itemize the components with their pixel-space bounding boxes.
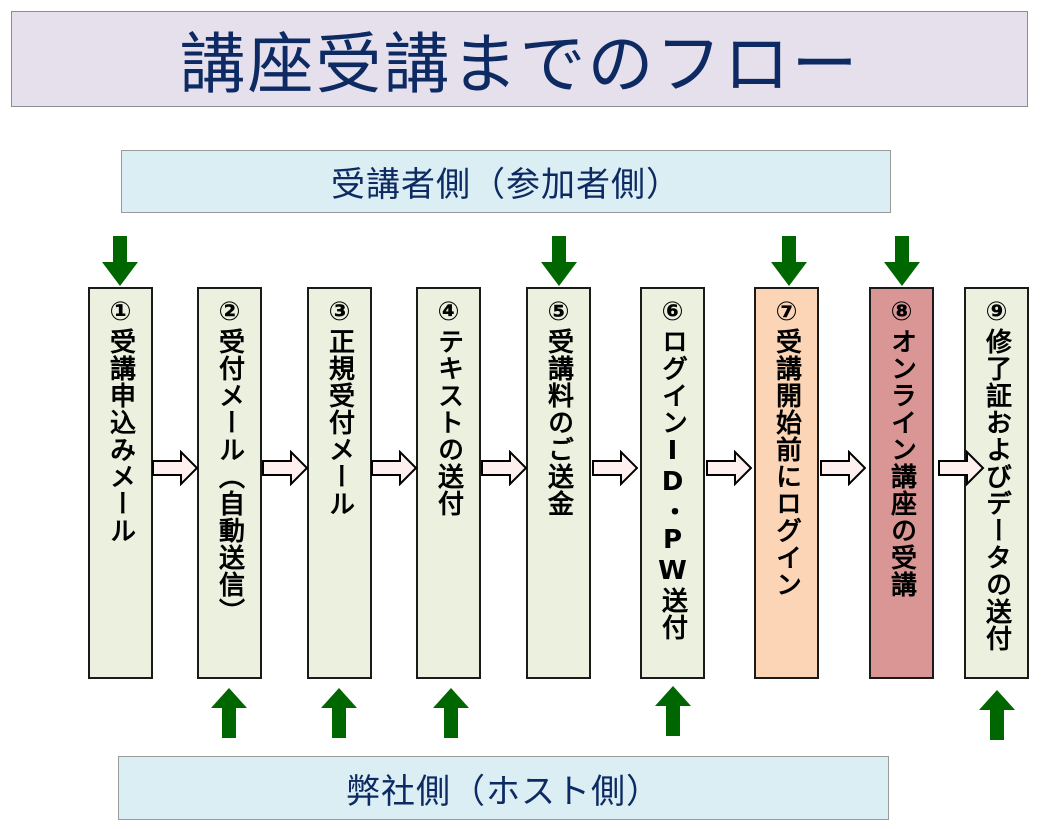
- flow-arrow-icon: [481, 450, 527, 486]
- step-4-label: ④テキストの送付: [433, 297, 464, 517]
- step-7-box: ⑦受講開始前にログイン: [754, 287, 819, 679]
- step-7-label: ⑦受講開始前にログイン: [771, 297, 802, 598]
- step-4-box: ④テキストの送付: [416, 287, 481, 679]
- page-title: 講座受講までのフロー: [179, 26, 860, 103]
- step-6-box: ⑥ログインID・PW送付: [640, 287, 705, 679]
- step-9-label: ⑨修了証およびデータの送付: [981, 297, 1012, 652]
- step-8-box: ⑧オンライン講座の受講: [869, 287, 934, 679]
- down-arrow-icon: [102, 236, 138, 286]
- participant-side-banner: 受講者側（参加者側）: [121, 150, 891, 213]
- down-arrow-icon: [541, 236, 577, 286]
- up-arrow-icon: [655, 686, 691, 736]
- step-9-box: ⑨修了証およびデータの送付: [964, 287, 1029, 679]
- step-3-box: ③正規受付メール: [307, 287, 372, 679]
- participant-side-label: 受講者側（参加者側）: [331, 165, 681, 205]
- flow-arrow-icon: [152, 450, 198, 486]
- flow-arrow-icon: [592, 450, 638, 486]
- up-arrow-icon: [211, 688, 247, 738]
- up-arrow-icon: [321, 688, 357, 738]
- up-arrow-icon: [433, 688, 469, 738]
- step-3-label: ③正規受付メール: [324, 297, 355, 517]
- flow-arrow-icon: [706, 450, 752, 486]
- flow-arrow-icon: [262, 450, 308, 486]
- flow-arrow-icon: [820, 450, 866, 486]
- title-banner: 講座受講までのフロー: [11, 11, 1028, 107]
- flow-arrow-icon: [371, 450, 417, 486]
- step-1-box: ①受講申込みメール: [88, 287, 153, 679]
- down-arrow-icon: [884, 236, 920, 286]
- step-5-box: ⑤受講料のご送金: [526, 287, 591, 679]
- flow-arrow-icon: [938, 450, 985, 486]
- step-2-box: ②受付メール（自動送信）: [197, 287, 262, 679]
- step-1-label: ①受講申込みメール: [105, 297, 136, 544]
- down-arrow-icon: [771, 236, 807, 286]
- step-2-label: ②受付メール（自動送信）: [214, 297, 245, 625]
- up-arrow-icon: [979, 690, 1015, 740]
- host-side-label: 弊社側（ホスト側）: [346, 771, 661, 812]
- host-side-banner: 弊社側（ホスト側）: [118, 756, 889, 820]
- step-6-label: ⑥ログインID・PW送付: [657, 297, 688, 641]
- step-5-label: ⑤受講料のご送金: [543, 297, 574, 517]
- step-8-label: ⑧オンライン講座の受講: [886, 297, 917, 598]
